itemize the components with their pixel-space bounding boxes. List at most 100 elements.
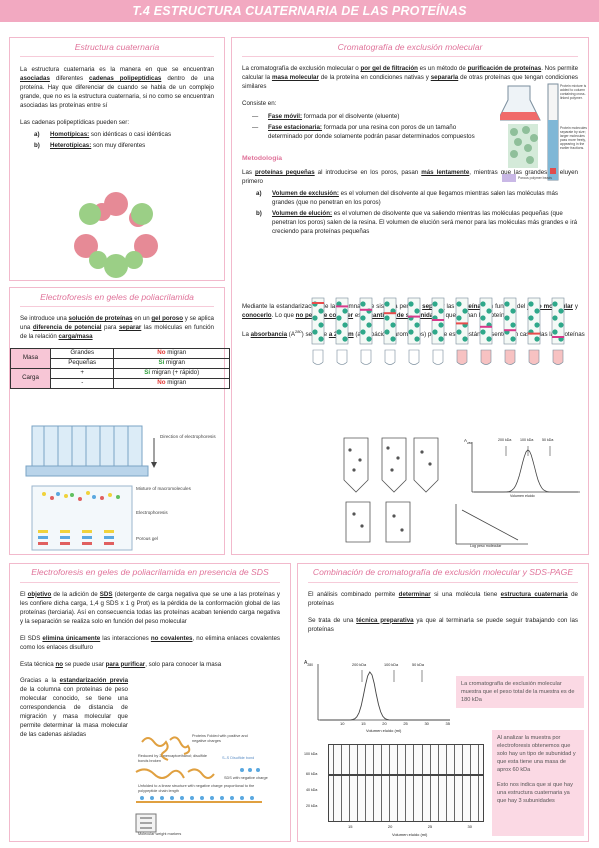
resin-bead [384,329,390,335]
collection-tube [432,349,444,365]
protein-band [504,329,516,332]
resin-bead [342,336,348,342]
protein-band [384,312,396,315]
figure-label: Electrophoresis [136,510,168,515]
column-sketch-figure [343,437,439,543]
figure-label: Molecular weight markers [138,832,182,836]
paragraph: La estructura cuaternaria es la manera e… [20,66,214,110]
figure-label: Protein mixture is added to column conta… [560,84,587,101]
figure-label: Unfolded to a linear structure with nega… [138,784,255,793]
paragraph: Esta técnica no se puede usar para purif… [20,660,222,668]
collection-tube [528,349,540,365]
protein-band [432,319,444,321]
chain-type-list: a)Homotípicas: son idénticas o casi idén… [20,131,214,151]
paragraph: La cromatografía de exclusión molecular … [242,65,579,91]
peak-label: 200 kDa [352,663,367,667]
resin-bead [534,336,540,342]
subheading-metodologia: Metodología [242,155,283,163]
section-sds-page: Electroforesis en geles de poliacrilamid… [9,563,291,842]
resin-bead [366,336,372,342]
collection-tube [336,349,348,365]
resin-bead [486,308,492,314]
note-card-electrophoresis: Al analizar la muestra por electroforesi… [492,730,584,836]
resin-bead [504,315,510,321]
resin-bead [408,329,414,335]
resin-bead [480,315,486,321]
axis-label: Log peso molecular [470,544,502,548]
figure-label: Reduced by 2-mercaptoethanol; disulfide … [138,754,208,763]
resin-bead [438,322,444,328]
protein-band [408,315,420,318]
resin-bead [480,329,486,335]
protein-band [552,336,564,338]
resin-bead [456,301,462,307]
resin-bead [480,301,486,307]
section-title: Estructura cuaternaria [20,38,214,58]
resin-bead [312,329,318,335]
resin-bead [486,336,492,342]
resin-bead [552,301,558,307]
note-card-elution: La cromatografía de exclusión molecular … [456,676,584,709]
paragraph: El objetivo de la adición de SDS (deterg… [20,590,280,625]
y-tick-label: 20 kDa [306,804,318,808]
resin-bead [360,315,366,321]
resin-bead [528,301,534,307]
resin-bead [438,336,444,342]
resin-bead [414,308,420,314]
resin-bead [510,322,516,328]
resin-bead [432,301,438,307]
peak-label: 100 kDa [384,663,399,667]
section-estructura-cuaternaria: Estructura cuaternaria La estructura cua… [9,37,225,281]
axis-label: Volumen eluido (ml) [392,832,428,837]
resin-bead [360,329,366,335]
resin-bead [312,315,318,321]
resin-bead [438,308,444,314]
collection-tube [552,349,564,365]
resin-bead [384,315,390,321]
figure-label: Proteins Folded with positive and negati… [192,734,248,743]
peak-label: 50 kDa [412,663,425,667]
axis-label: Volumen eluido [510,494,535,498]
resin-bead [534,322,540,328]
resin-bead [510,336,516,342]
resin-bead [510,308,516,314]
resin-bead [318,308,324,314]
list-item: a)Volumen de exclusión: es el volumen de… [256,190,559,207]
figure-label: Porous polymer beads [518,176,552,180]
resin-bead [552,329,558,335]
protein-structure-image [74,192,158,278]
paragraph: Se trata de una técnica preparativa ya q… [308,616,578,633]
resin-bead [414,336,420,342]
elution-tubes-figure [311,297,565,365]
collection-tube [504,349,516,365]
y-tick-label: 40 kDa [306,788,318,792]
figure-label: SDS with negative charge [224,776,268,780]
section-electroforesis: Electroforesis en geles de poliacrilamid… [9,287,230,555]
list-item: a)Homotípicas: son idénticas o casi idén… [34,131,172,139]
resin-bead [384,301,390,307]
section-title: Electroforesis en geles de poliacrilamid… [20,288,214,308]
resin-bead [558,322,564,328]
resin-bead [558,308,564,314]
migration-table: Masa Grandes No migran Pequeñas Sí migra… [10,348,230,390]
y-tick-label: 60 kDa [306,772,318,776]
list-item: b)Heterotípicas: son muy diferentes [34,142,146,150]
section-cromatografia: Cromatografía de exclusión molecular La … [231,37,589,555]
resin-bead [342,308,348,314]
protein-band [312,302,324,304]
paragraph: Las proteínas pequeñas al introducirse e… [242,169,578,186]
protein-band [360,308,372,311]
y-tick-label: 100 kDa [304,752,318,756]
resin-bead [528,315,534,321]
section-combinacion: Combinación de cromatografía de exclusió… [297,563,589,842]
collection-tube [360,349,372,365]
collection-tube [480,349,492,365]
resin-bead [432,329,438,335]
page-banner: T.4 ESTRUCTURA CUATERNARIA DE LAS PROTEÍ… [0,0,599,22]
gel-band [328,774,484,776]
phase-list: Fase móvil: formada por el disolvente (e… [242,113,492,142]
collection-tube [408,349,420,365]
gel-area [328,744,484,822]
